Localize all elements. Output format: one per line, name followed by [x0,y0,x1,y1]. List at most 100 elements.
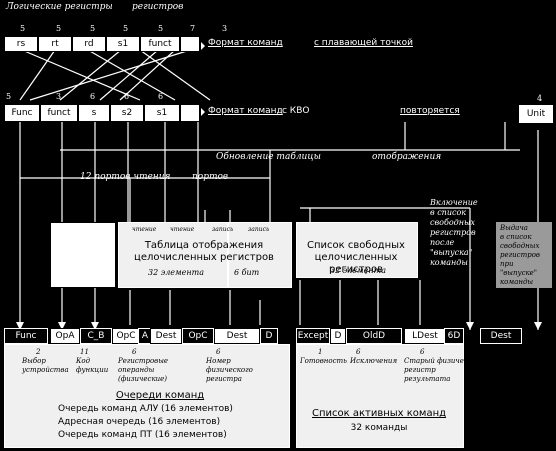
field-width: 6 [124,92,130,101]
queue-annot-text: Выбор [22,357,46,365]
include-note-6: "выпуска" [430,248,473,257]
wire [87,49,176,101]
active-field-d: D [330,328,346,344]
field-width: 5 [158,24,164,33]
issue-note-3: свободных [500,242,540,250]
queue-annot-num: 6 [132,348,137,356]
field-s1: s1 [106,36,140,52]
field-extra-2 [180,104,200,122]
field-rs: rs [4,36,38,52]
field-rd: rd [72,36,106,52]
queue-annot-num: 6 [216,348,221,356]
field-width: 6 [158,92,164,101]
queue-annot-text: Регистровые [118,357,169,365]
arrow-head [201,108,205,116]
issue-note-2: в список [500,233,532,241]
arrow-head [466,322,474,330]
queue-field-opa: OpA [50,328,80,344]
instruction-queues-panel [4,344,290,448]
issue-note-6: "выпуске" [500,269,538,277]
active-annot-text: Готовность [300,357,347,365]
include-note-4: регистров [430,228,476,237]
logical-registers-title-tail: регистров [132,2,184,12]
field-width: 5 [20,24,26,33]
wire [119,49,176,101]
issue-note-4: регистров [500,251,540,259]
issue-note-box [496,222,552,288]
queue-field-dest: Dest [150,328,182,344]
field-funct: funct [140,36,180,52]
arrow-head [91,322,99,330]
wire [139,49,211,101]
rename-port-header: запись [212,226,234,233]
active-list-panel [296,344,464,448]
rename-port-header: чтение [132,226,157,233]
queue-annot-num: 11 [80,348,89,356]
arrow-head [16,322,24,330]
arrow-head [58,322,66,330]
int-rename-table-ports [228,222,292,288]
int-rename-table-elements: 32 элемента [148,268,205,277]
wire [21,49,141,101]
include-note-3: свободных [430,218,476,227]
arrow-head [534,322,542,330]
active-field-oldd: OldD [346,328,402,344]
wire [59,49,122,101]
rename-port-header: запись [248,226,270,233]
queues-title: Очереди команд [115,390,205,401]
queue-field-opc: OpC [112,328,140,344]
queue-annot-text: регистра [206,375,242,383]
unit-field: Unit [518,104,554,124]
logical-registers-title: Логические регистры [6,2,113,12]
queue-annot-text: функции [76,366,109,374]
free-list-title-2: целочисленных регистров [314,252,398,275]
unit-number: 4 [537,94,543,103]
queue-field-d: D [260,328,278,344]
field-s: s [78,104,110,122]
active-annot-text: результата [404,375,451,383]
free-list-elements: 32 элемента [330,266,387,275]
read-ports-label: 12 портов чтения [80,172,171,182]
include-note-5: после [430,238,455,247]
field-extra [180,36,200,52]
active-annot-text: регистр [404,366,436,374]
field-funct-2: funct [40,104,78,122]
field-width: 3 [56,92,62,101]
queue-field-func: Func [4,328,48,344]
include-note-7: команды [430,258,468,267]
issue-note-1: Выдача [500,224,528,232]
queue-annot-text: операнды [118,366,155,374]
field-s2: s2 [110,104,144,122]
queue-address: Адресная очередь (16 элементов) [58,417,221,427]
active-field-6d: 6D [444,328,464,344]
issue-note-7: команды [500,278,534,286]
active-annot-num: 6 [356,348,361,356]
queue-field-cb: C_B [80,328,112,344]
active-annot-num: 1 [318,348,323,356]
free-register-list [296,222,418,278]
active-list-count: 32 команды [350,423,408,433]
queue-annot-text: (физические) [118,375,168,383]
active-field-except: Except [296,328,330,344]
active-annot-num: 6 [420,348,425,356]
format-ops-label: Формат команд [208,38,283,48]
queue-annot-text: Номер [206,357,231,365]
wire [29,49,191,101]
format-kbo-tail: повторяется [400,106,460,116]
issue-note-5: при [500,260,514,268]
int-rename-table-title-1: Таблица отображения [144,240,264,251]
rename-port-header: чтение [170,226,195,233]
update-tables-label: Обновление таблицы [216,152,321,162]
active-annot-text: Старый физический [404,357,482,365]
rename-table-left-block [50,222,116,288]
active-field-ldest: LDest [404,328,446,344]
field-func: Func [4,104,40,122]
update-tables-label-tail: отображения [372,152,442,162]
wire [99,49,159,101]
read-ports-label-tail: портов [192,172,229,182]
field-width: 5 [56,24,62,33]
format-kbo-mid: с КВО [282,106,310,116]
field-s1-2: s1 [144,104,180,122]
